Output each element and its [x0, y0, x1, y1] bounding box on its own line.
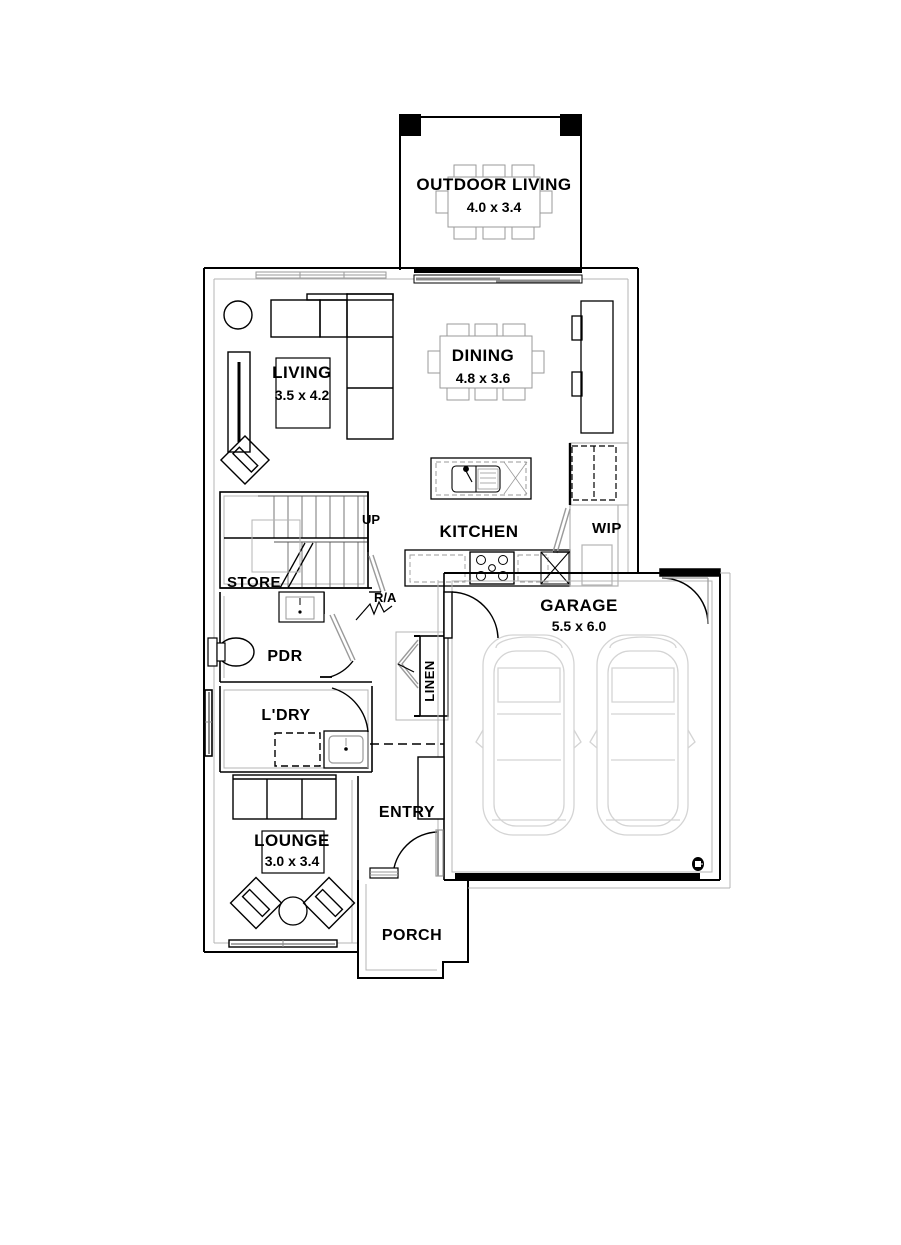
dining-table: [427, 323, 545, 401]
stair-flight-upper: [224, 495, 368, 539]
room-label-pdr: PDR: [267, 648, 302, 665]
linen-bifold-door[interactable]: [397, 635, 420, 717]
room-dim-lounge: 3.0 x 3.4: [265, 853, 320, 869]
room-dining: DINING 4.8 x 3.6: [427, 300, 614, 434]
room-lounge: LOUNGE 3.0 x 3.4: [228, 774, 359, 952]
sideboard-cabinet: [571, 300, 614, 434]
room-kitchen: KITCHEN: [404, 457, 571, 587]
lounge-rug: [261, 830, 325, 874]
l-shaped-sofa: [270, 293, 394, 440]
corner-post-right: [560, 114, 582, 136]
room-label-entry: ENTRY: [379, 804, 435, 821]
room-wip: WIP: [552, 442, 629, 587]
stair-flight-lower: [274, 541, 368, 588]
room-living: LIVING 3.5 x 4.2: [219, 293, 394, 486]
room-label-porch: PORCH: [382, 927, 442, 944]
car-left: [475, 634, 582, 836]
armchair-right: [302, 876, 356, 930]
diamond-ottoman: [219, 434, 271, 486]
room-label-lounge: LOUNGE: [254, 831, 330, 850]
kitchen-rear-bench: [404, 549, 571, 587]
room-laundry: L'DRY: [204, 686, 444, 773]
round-side-table: [223, 300, 253, 330]
garage-door[interactable]: [455, 873, 700, 880]
hall-cabinet: [417, 756, 445, 820]
round-coffee-table: [278, 896, 308, 926]
room-outdoor-living: OUTDOOR LIVING 4.0 x 3.4: [399, 114, 582, 270]
room-label-store: STORE: [227, 574, 281, 591]
stair-up-label: UP: [362, 512, 380, 527]
room-dim-outdoor-living: 4.0 x 3.4: [467, 199, 522, 215]
pdr-door[interactable]: [320, 613, 356, 678]
car-right: [589, 634, 696, 836]
washing-machine-space: [274, 732, 321, 767]
wip-bifold-door[interactable]: [552, 507, 571, 554]
corner-post-left: [399, 114, 421, 136]
laundry-tub-icon: [323, 730, 369, 769]
laundry-door[interactable]: [331, 687, 369, 768]
room-label-dining: DINING: [452, 346, 515, 365]
laundry-window[interactable]: [204, 689, 213, 757]
rear-sliding-door-dining[interactable]: [413, 268, 583, 284]
misc-wall-stubs: [444, 572, 730, 881]
return-air-symbol: R/A: [355, 590, 397, 621]
armchair-left: [229, 876, 283, 930]
room-garage: GARAGE 5.5 x 6.0: [443, 568, 721, 881]
room-dim-dining: 4.8 x 3.6: [456, 370, 511, 386]
room-porch: PORCH: [357, 880, 469, 979]
outdoor-dining-table: [435, 164, 553, 240]
sink-icon: [451, 465, 501, 493]
room-label-wip: WIP: [592, 520, 622, 537]
island-bench: [430, 457, 532, 500]
three-seat-sofa: [232, 774, 337, 820]
garage-right-outer-line: [468, 573, 731, 889]
room-dim-garage: 5.5 x 6.0: [552, 618, 607, 634]
room-label-laundry: L'DRY: [261, 707, 310, 724]
room-pdr: PDR: [207, 591, 372, 683]
basin-icon: [278, 591, 325, 623]
fridge-space: [571, 445, 617, 501]
room-label-kitchen: KITCHEN: [439, 522, 518, 541]
cooktop-icon: [469, 551, 515, 585]
lounge-window[interactable]: [228, 939, 338, 948]
tv-media-unit: [227, 351, 251, 453]
room-label-living: LIVING: [272, 363, 332, 382]
room-label-outdoor-living: OUTDOOR LIVING: [416, 175, 571, 194]
entry-threshold: [369, 867, 399, 879]
store-door[interactable]: [368, 554, 386, 593]
living-rug: [275, 357, 331, 429]
service-marker-icon: [692, 857, 704, 871]
rear-window-living[interactable]: [255, 271, 387, 279]
return-air-label: R/A: [374, 590, 397, 605]
garage-internal-door[interactable]: [443, 591, 499, 639]
toilet-icon: [207, 637, 255, 667]
room-dim-living: 3.5 x 4.2: [275, 387, 330, 403]
internal-partitions-1: [220, 492, 372, 589]
room-label-linen: LINEN: [422, 660, 437, 702]
room-label-garage: GARAGE: [540, 596, 618, 615]
